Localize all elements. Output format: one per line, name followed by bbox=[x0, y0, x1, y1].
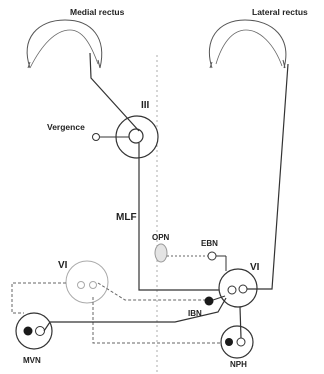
abducens-nucleus-left bbox=[66, 261, 108, 303]
left-vi-to-ibn bbox=[98, 283, 206, 300]
label-mvn: MVN bbox=[23, 356, 41, 365]
vergence-neuron bbox=[93, 134, 100, 141]
ibn-neuron bbox=[205, 297, 214, 306]
mvn-inhibitory-neuron bbox=[24, 327, 33, 336]
label-opn: OPN bbox=[152, 233, 170, 242]
mlf-pathway bbox=[139, 143, 222, 290]
right-eye bbox=[209, 20, 285, 68]
label-vergence: Vergence bbox=[47, 122, 85, 132]
left-vi-dashed-left bbox=[12, 283, 66, 313]
nph-excitatory-neuron bbox=[237, 338, 245, 346]
label-nph: NPH bbox=[230, 360, 247, 369]
opn-neuron bbox=[155, 244, 167, 262]
label-iii: III bbox=[141, 100, 150, 111]
left-vi-dashed-down bbox=[93, 297, 222, 343]
label-ebn: EBN bbox=[201, 239, 218, 248]
mvn-nucleus bbox=[16, 313, 52, 349]
abducens-motoneuron bbox=[228, 286, 236, 294]
lateral-rectus-axon bbox=[247, 64, 288, 289]
label-vi-left: VI bbox=[58, 260, 68, 271]
oculomotor-motoneuron bbox=[129, 129, 143, 143]
label-lateral-rectus: Lateral rectus bbox=[252, 7, 308, 17]
ebn-neuron bbox=[208, 252, 216, 260]
label-vi-right: VI bbox=[250, 262, 260, 273]
mvn-excitatory-neuron bbox=[36, 327, 45, 336]
nph-inhibitory-neuron bbox=[225, 338, 233, 346]
label-medial-rectus: Medial rectus bbox=[70, 7, 125, 17]
abducens-internuclear bbox=[239, 285, 247, 293]
label-ibn: IBN bbox=[188, 309, 202, 318]
label-mlf: MLF bbox=[116, 212, 137, 223]
